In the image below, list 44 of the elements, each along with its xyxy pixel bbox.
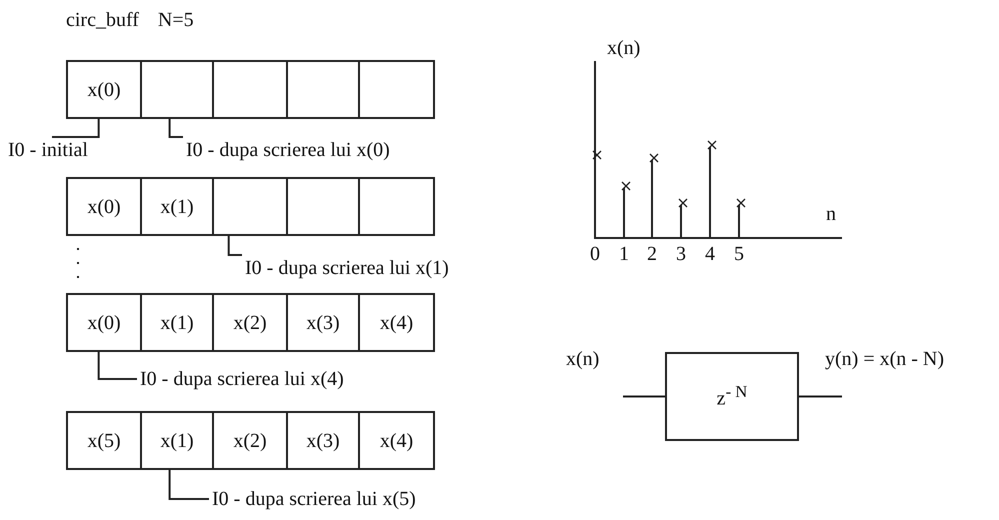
- leader-line: [228, 235, 242, 256]
- buffer-cell: [358, 177, 435, 236]
- buffer-cell: x(4): [358, 411, 435, 470]
- tick-label: 5: [734, 244, 744, 264]
- pointer-label: I0 - dupa scrierea lui x(0): [186, 140, 390, 160]
- buffer-cell: x(3): [286, 411, 360, 470]
- buffer-cell: x(1): [140, 293, 214, 352]
- buffer-cell: [286, 177, 360, 236]
- buffer-cell: [140, 60, 214, 119]
- leader-line: [98, 351, 137, 380]
- buffer-cell: [286, 60, 360, 119]
- buffer-cell: x(2): [212, 293, 288, 352]
- buffer-cell: x(0): [66, 293, 142, 352]
- pointer-label: I0 - dupa scrierea lui x(1): [245, 258, 449, 278]
- signal-line: [799, 396, 842, 398]
- buffer-cell: x(5): [66, 411, 142, 470]
- tick-label: 4: [705, 244, 715, 264]
- edge-label: y(n) = x(n - N): [825, 349, 944, 369]
- buffer-cell: x(4): [358, 293, 435, 352]
- axis-label: n: [826, 204, 836, 224]
- pointer-label: I0 - dupa scrierea lui x(4): [140, 369, 344, 389]
- buffer-cell: [358, 60, 435, 119]
- buffer-cell: x(3): [286, 293, 360, 352]
- pointer-label: I0 - dupa scrierea lui x(5): [212, 489, 416, 509]
- buffer-cell: x(0): [66, 177, 142, 236]
- buffer-cell: x(1): [140, 411, 214, 470]
- buffer-cell: [212, 177, 288, 236]
- tick-label: 0: [590, 244, 600, 264]
- tick-label: 2: [647, 244, 657, 264]
- signal-line: [623, 396, 665, 398]
- axis-label: x(n): [607, 38, 640, 58]
- tick-label: 1: [619, 244, 629, 264]
- buffer-cell: x(1): [140, 177, 214, 236]
- tick-label: 3: [676, 244, 686, 264]
- pointer-label: I0 - initial: [8, 140, 88, 160]
- leader-line: [168, 118, 183, 138]
- buffer-cell: [212, 60, 288, 119]
- leader-line: [168, 469, 209, 500]
- buffer-cell: x(0): [66, 60, 142, 119]
- delay-block: z$^{- N}$: [665, 352, 799, 441]
- leader-line: [52, 118, 100, 138]
- buffer-cell: x(2): [212, 411, 288, 470]
- title: circ_buff N=5: [66, 10, 194, 30]
- edge-label: x(n): [566, 349, 600, 369]
